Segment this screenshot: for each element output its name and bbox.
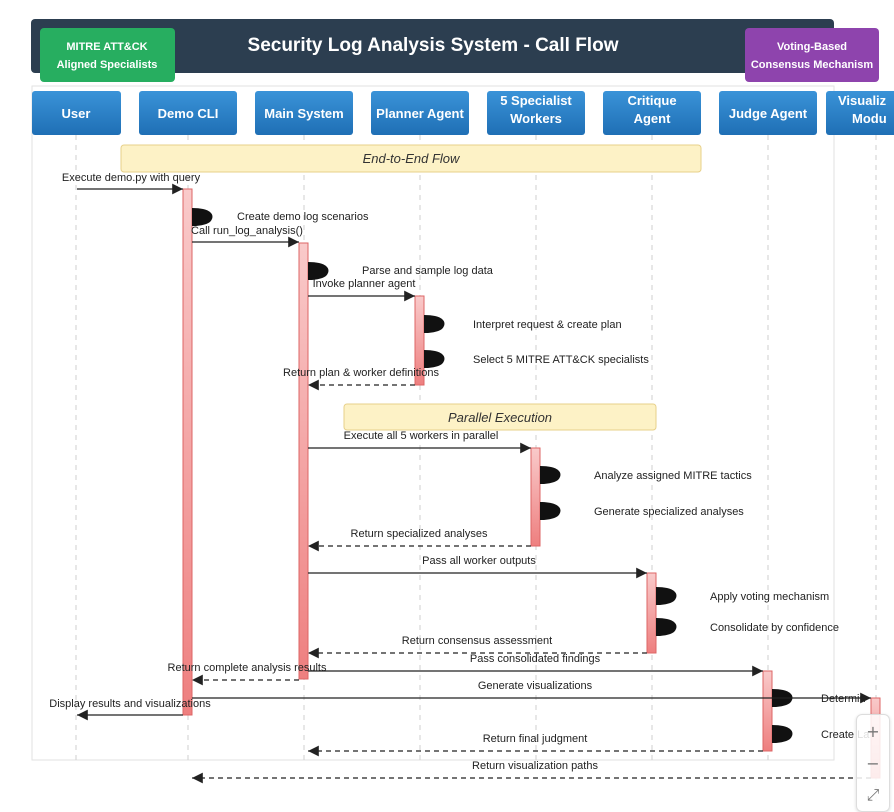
zoom-controls: + − ⤢ [856,714,890,812]
message-label: Execute all 5 workers in parallel [344,430,499,442]
self-call-critique-2 [656,618,677,636]
self-call-main-1 [308,262,329,280]
participant-planner-agent[interactable]: Planner Agent [371,91,469,135]
badge-voting-line-2: Consensus Mechanism [751,59,873,71]
participant-demo-cli[interactable]: Demo CLI [139,91,237,135]
participant-critique-agent[interactable]: Critique Agent [603,91,701,135]
badge-voting-line-1: Voting-Based [777,41,847,53]
badge-mitre [40,28,175,82]
activation-cli [182,188,193,716]
message-label: Select 5 MITRE ATT&CK specialists [473,354,649,366]
participant-judge-agent-label: Judge Agent [729,106,808,121]
message-label: Pass all worker outputs [422,555,536,567]
message-label: Execute demo.py with query [62,172,201,184]
self-call-workers-1 [540,466,561,484]
message-label: Interpret request & create plan [473,319,622,331]
participant-critique-agent-label-2: Agent [634,111,672,126]
message-label: Apply voting mechanism [710,591,829,603]
message-label: Pass consolidated findings [470,653,601,665]
fit-screen-icon[interactable]: ⤢ [866,785,880,804]
participant-visualization-module-label-1: Visualiz [838,93,887,108]
note-parallel-execution-text: Parallel Execution [448,410,552,425]
message-label: Return plan & worker definitions [283,367,439,379]
activation-workers [530,447,541,547]
participant-visualization-module-label-2: Modu [852,111,887,126]
participant-specialist-workers[interactable]: 5 Specialist Workers [487,91,585,135]
participant-specialist-workers-label-2: Workers [510,111,562,126]
title-bar [31,19,834,73]
participant-user[interactable]: User [32,91,121,135]
participant-critique-agent-label-1: Critique [627,93,676,108]
participant-planner-agent-label: Planner Agent [376,106,464,121]
activation-main [298,242,309,680]
self-call-workers-2 [540,502,561,520]
activation-planner [414,295,425,386]
message-label: Return visualization paths [472,760,598,772]
self-calls [192,208,793,743]
participant-judge-agent[interactable]: Judge Agent [719,91,817,135]
activation-critique [646,572,657,654]
badge-mitre-line-2: Aligned Specialists [57,59,158,71]
note-parallel-execution [343,403,657,431]
activation-judge [762,670,773,752]
message-label: Create demo log scenarios [237,211,369,223]
message-label: Generate visualizations [478,680,593,692]
message-arrows [77,183,871,784]
self-call-critique-1 [656,587,677,605]
note-end-to-end-flow [120,144,702,173]
badge-voting [745,28,879,82]
message-label: Return specialized analyses [351,528,488,540]
zoom-in-icon[interactable]: + [866,721,880,741]
message-label: Parse and sample log data [362,265,494,277]
self-call-planner-1 [424,315,445,333]
zoom-out-icon[interactable]: − [866,753,880,773]
note-end-to-end-flow-text: End-to-End Flow [363,151,461,166]
message-labels: Execute demo.py with query Create demo l… [49,172,870,772]
participant-visualization-module[interactable]: Visualiz Modu [826,91,894,135]
message-label: Return final judgment [483,733,588,745]
diagram-title: Security Log Analysis System - Call Flow [248,35,619,56]
self-call-cli-1 [192,208,213,226]
participant-specialist-workers-label-1: 5 Specialist [500,93,572,108]
message-label: Generate specialized analyses [594,506,744,518]
message-label: Analyze assigned MITRE tactics [594,470,752,482]
participant-main-system[interactable]: Main System [255,91,353,135]
message-label: Return consensus assessment [402,635,552,647]
message-label: Return complete analysis results [168,662,327,674]
message-label: Consolidate by confidence [710,622,839,634]
participant-demo-cli-label: Demo CLI [158,106,219,121]
participant-user-label: User [62,106,91,121]
message-label: Display results and visualizations [49,698,211,710]
message-label: Invoke planner agent [313,278,416,290]
message-label: Determin [821,693,866,705]
message-label: Call run_log_analysis() [191,225,303,237]
participant-main-system-label: Main System [264,106,343,121]
self-call-judge-2 [772,725,793,743]
badge-mitre-line-1: MITRE ATT&CK [66,41,147,53]
self-call-planner-2 [424,350,445,368]
